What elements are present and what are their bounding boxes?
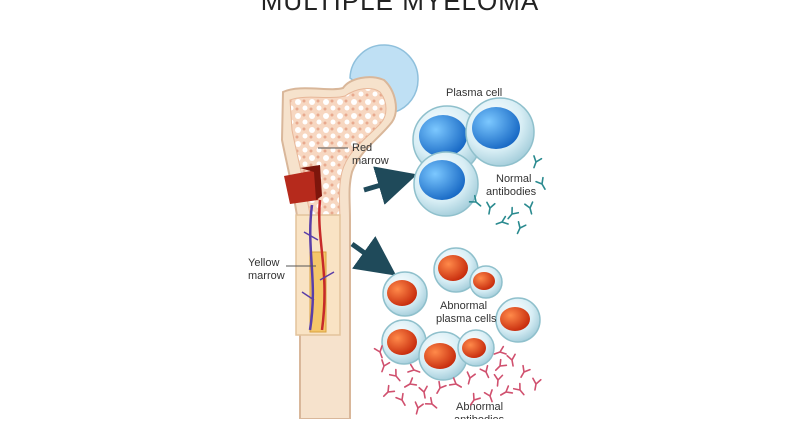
abnormal-antibody: [395, 392, 406, 406]
abnormal-antibodies-label: Abnormal antibodies: [454, 401, 506, 419]
normal-antibody: [533, 155, 543, 169]
red-marrow-shadow: [300, 165, 322, 200]
abnormal-antibody: [483, 389, 493, 403]
abnormal-cell: [495, 297, 541, 343]
abnormal-cell: [457, 329, 495, 367]
plasma-cell-label: Plasma cell: [446, 87, 502, 99]
abnormal-antibody: [381, 359, 391, 373]
abnormal-antibody: [512, 382, 525, 396]
normal-plasma-cells: [412, 97, 535, 217]
abnormal-antibody: [479, 364, 490, 379]
abnormal-antibody: [493, 373, 504, 387]
red-marrow-patch: [284, 170, 318, 204]
cartilage-cap: [349, 44, 419, 113]
abnormal-cell: [381, 319, 427, 365]
abnormal-plasma-cells-label: Abnormal plasma cells: [436, 300, 497, 325]
abnormal-antibody: [382, 384, 396, 398]
normal-antibody: [524, 201, 534, 215]
normal-antibody: [507, 206, 520, 220]
arrow-to-normal-cells: [363, 166, 418, 205]
abnormal-antibody: [414, 401, 424, 415]
normal-antibody: [516, 220, 527, 235]
abnormal-antibody: [407, 363, 421, 373]
normal-antibodies-label: Normal antibodies: [486, 173, 537, 198]
red-marrow-label: Red marrow: [352, 142, 389, 167]
abnormal-antibody: [532, 377, 542, 391]
normal-antibodies: [468, 155, 546, 235]
abnormal-cell: [382, 271, 428, 317]
normal-antibody: [495, 215, 509, 225]
abnormal-antibody: [466, 371, 476, 385]
abnormal-antibody: [506, 353, 516, 367]
abnormal-antibody: [469, 392, 481, 406]
vessel-branch: [301, 231, 335, 301]
yellow-marrow: [309, 251, 327, 333]
abnormal-antibody: [448, 377, 462, 388]
normal-cell: [465, 97, 535, 167]
yellow-marrow-label: Yellow marrow: [248, 257, 285, 282]
abnormal-antibody: [494, 358, 508, 372]
abnormal-antibody: [493, 345, 507, 355]
abnormal-antibody: [436, 380, 447, 394]
abnormal-antibody: [520, 364, 531, 378]
abnormal-antibody: [404, 377, 418, 388]
abnormal-antibody: [500, 385, 514, 396]
abnormal-antibody: [424, 396, 438, 409]
abnormal-antibody: [418, 385, 428, 399]
abnormal-antibodies: [373, 345, 542, 415]
abnormal-plasma-cells: [381, 247, 541, 381]
diagram-title: MULTIPLE MYELOMA: [260, 0, 540, 16]
normal-antibody: [535, 176, 546, 190]
normal-cell: [413, 151, 479, 217]
normal-antibody: [468, 194, 482, 207]
normal-antibody: [486, 201, 496, 215]
abnormal-antibody: [373, 345, 383, 359]
femur-bone: [280, 44, 419, 420]
abnormal-antibody: [388, 368, 401, 382]
abnormal-cell: [469, 265, 503, 299]
arrow-to-abnormal-cells: [350, 236, 397, 276]
artery: [318, 199, 326, 331]
